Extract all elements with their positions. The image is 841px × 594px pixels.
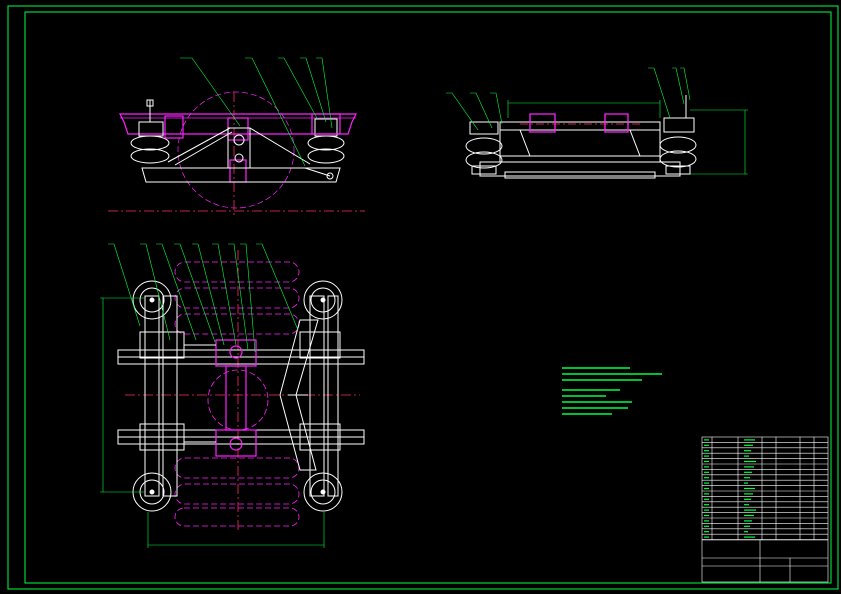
front-view-wheel-phantom [177,91,295,209]
front-view-air-spring-right [307,118,345,164]
plan-view-diagonal-link [279,319,319,471]
plan-view-centerlines [125,250,360,530]
title-block [701,436,829,583]
side-view-leaders [446,67,691,131]
side-view-air-spring-right [659,95,697,175]
side-view [446,67,748,179]
front-view [108,57,365,215]
plan-view-cross-members [117,349,365,445]
bom-table-rows [702,442,828,540]
front-view-axle-linkage [141,127,341,183]
plan-view-rails [144,295,339,497]
side-view-dimensions [507,100,748,175]
side-view-beam [479,121,681,179]
plan-view [100,243,365,548]
plan-view-dimensions [100,297,325,548]
side-view-brackets [520,113,640,133]
notes-placeholder-lines [562,367,662,415]
plan-view-brackets [139,331,341,451]
inner-frame [24,11,832,584]
outer-frame [7,5,839,590]
side-view-air-spring-left [465,121,503,175]
front-view-frame-rail [119,113,357,135]
front-view-air-spring-left [130,99,170,164]
front-view-leaders [180,57,333,167]
bom-entry-marks [704,439,756,538]
plan-view-air-springs [132,280,343,512]
plan-view-leaders [108,243,299,353]
technical-notes [562,367,662,415]
plan-view-center-assembly [215,339,257,457]
